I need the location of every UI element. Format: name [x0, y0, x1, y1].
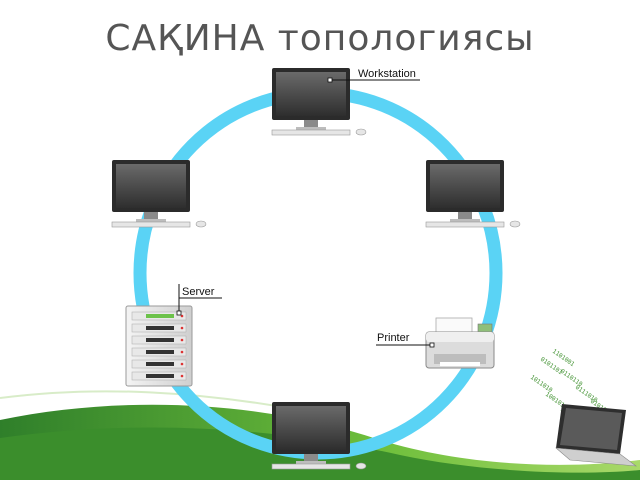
server-label-pointer — [176, 284, 222, 316]
workstation-right-icon — [425, 160, 521, 228]
printer-label-pointer — [376, 342, 435, 348]
workstation-icon — [271, 68, 367, 136]
ring-cable — [133, 86, 503, 460]
workstation-bottom-icon — [271, 402, 367, 470]
laptop-icon — [555, 404, 638, 467]
workstation-label: Workstation — [358, 68, 416, 80]
server-icon — [125, 305, 193, 387]
printer-label: Printer — [377, 332, 410, 344]
slide-title: САҚИНА топологиясы — [105, 18, 535, 59]
workstation-label-pointer — [327, 77, 420, 83]
workstation-left-icon — [111, 160, 207, 228]
server-label: Server — [182, 286, 215, 298]
printer-icon — [425, 317, 495, 369]
